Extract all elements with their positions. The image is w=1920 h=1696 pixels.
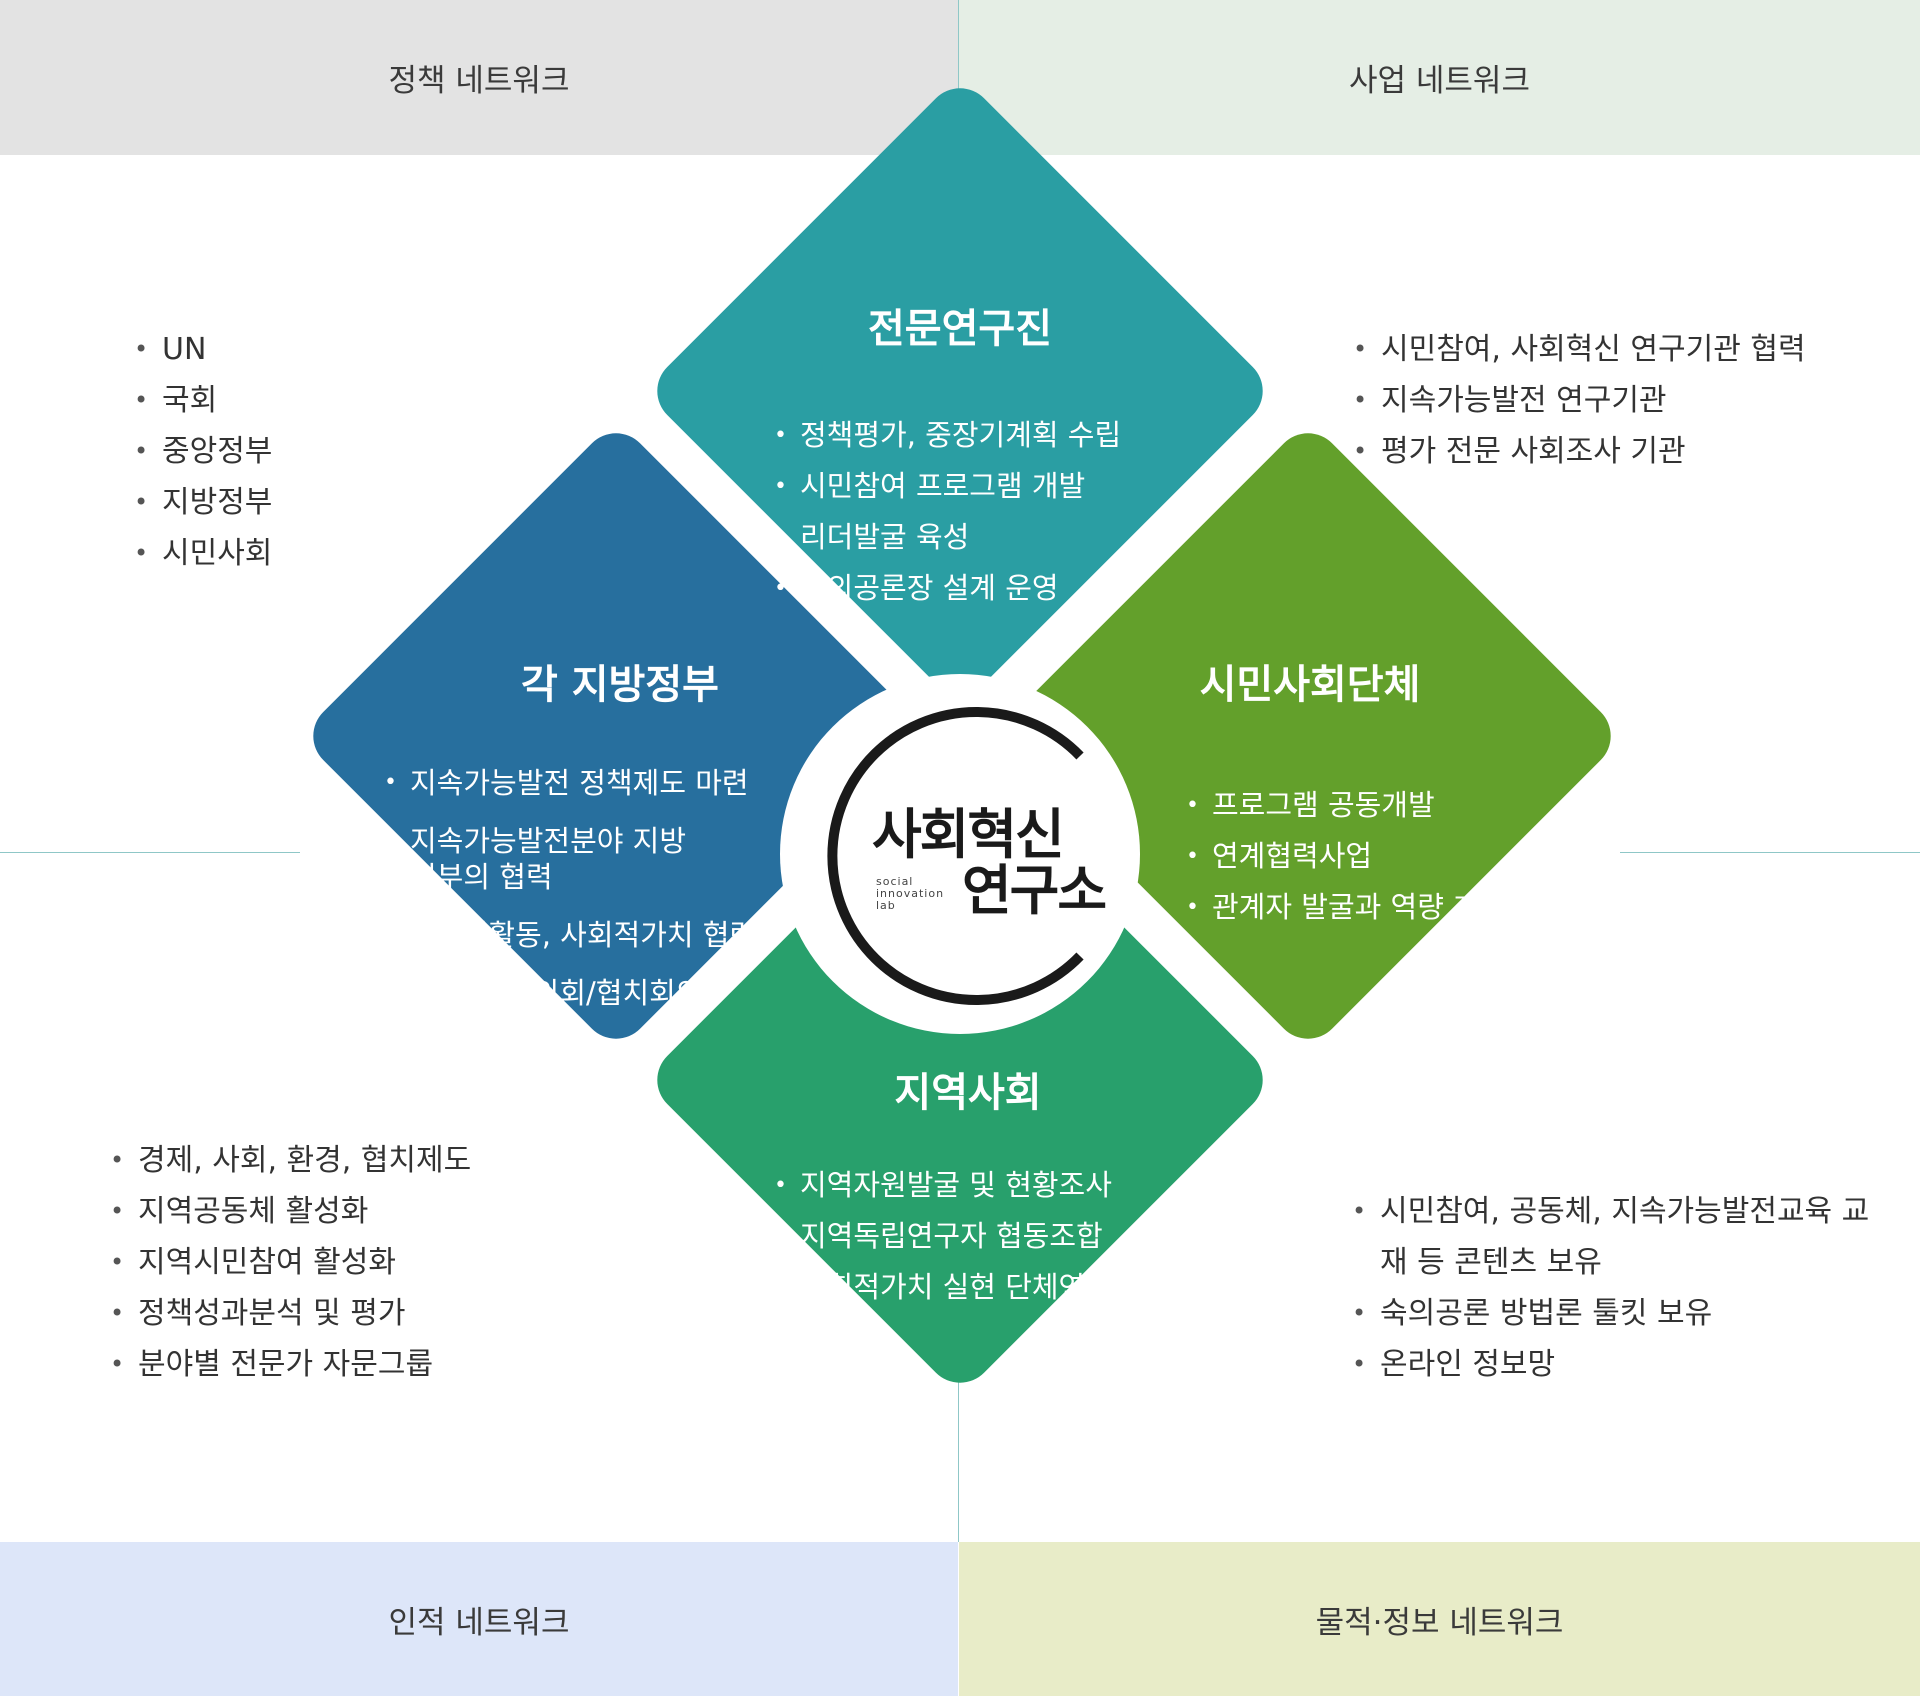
list-item: 협의회/협치회의 (478, 975, 756, 1011)
list-item: 리더발굴 육성 (772, 512, 1121, 563)
list-item: 사회적가치 실현 단체연대 (772, 1262, 1112, 1313)
band-label: 물적·정보 네트워크 (1315, 1604, 1564, 1641)
research-team-list: 정책평가, 중장기계획 수립 시민참여 프로그램 개발 리더발굴 육성 숙의공론… (772, 410, 1121, 614)
diamond-title-community: 지역사회 (894, 1070, 1042, 1116)
list-item: 지속가능발전분야 지방 (382, 823, 756, 859)
list-item: 온라인 정보망 (1352, 1339, 1872, 1390)
list-item: 시민참여 프로그램 개발 (772, 461, 1121, 512)
list-item: 프로그램 공동개발 (1184, 780, 1506, 831)
band-policy-network: 정책 네트워크 (0, 0, 958, 155)
list-item: 숙의공론 방법론 툴킷 보유 (1352, 1288, 1872, 1339)
list-item: 지방정부 (134, 477, 272, 528)
list-item: 지역시민참여 활성화 (110, 1237, 471, 1288)
list-item: 정책평가, 중장기계획 수립 (772, 410, 1121, 461)
list-item: 지속가능발전 정책제도 마련 (382, 765, 756, 801)
list-item: 숙의공론장 설계 운영 (772, 563, 1121, 614)
civil-society-list: 프로그램 공동개발 연계협력사업 관계자 발굴과 역량 개발 (1184, 780, 1506, 933)
band-human-network: 인적 네트워크 (0, 1542, 958, 1696)
list-item: UN (134, 324, 272, 375)
list-item: 지역자원발굴 및 현황조사 (772, 1160, 1112, 1211)
list-item: 지속가능발전 연구기관 (1353, 375, 1806, 426)
list-item: 경제, 사회, 환경, 협치제도 (110, 1135, 471, 1186)
list-item: 중앙정부 (134, 426, 272, 477)
logo-text-line2: 연구소 (962, 859, 1107, 922)
logo-subtitle-line: innovation (876, 887, 945, 900)
band-label: 정책 네트워크 (388, 63, 570, 99)
horizontal-divider-right (1620, 852, 1920, 853)
community-list: 지역자원발굴 및 현황조사 지역독립연구자 협동조합 사회적가치 실현 단체연대 (772, 1160, 1112, 1313)
list-item: 시민사회 (134, 528, 272, 579)
material-network-list: 시민참여, 공동체, 지속가능발전교육 교재 등 콘텐츠 보유 숙의공론 방법론… (1352, 1186, 1872, 1390)
band-business-network: 사업 네트워크 (959, 0, 1920, 155)
logo-subtitle-line: social (876, 875, 914, 888)
list-item: 지역독립연구자 협동조합 (772, 1211, 1112, 1262)
logo-ring (827, 707, 1084, 1005)
human-network-list: 경제, 사회, 환경, 협치제도 지역공동체 활성화 지역시민참여 활성화 정책… (110, 1135, 471, 1390)
list-item: 공익활동, 사회적가치 협력 (407, 917, 756, 953)
business-network-list: 시민참여, 사회혁신 연구기관 협력 지속가능발전 연구기관 평가 전문 사회조… (1353, 324, 1806, 477)
logo-subtitle-line: lab (876, 899, 896, 912)
diamond-title-civil-society: 시민사회단체 (1199, 662, 1421, 708)
list-item: 시민참여, 사회혁신 연구기관 협력 (1353, 324, 1806, 375)
list-item: 시민참여, 공동체, 지속가능발전교육 교재 등 콘텐츠 보유 (1352, 1186, 1872, 1288)
logo-text-line1: 사회혁신 (872, 803, 1065, 866)
list-item: 국회 (134, 375, 272, 426)
list-item: 관계자 발굴과 역량 개발 (1184, 882, 1506, 933)
list-item-continuation: 정부의 협력 (410, 860, 553, 894)
diamond-title-local-government: 각 지방정부 (521, 662, 719, 708)
list-item: 지역공동체 활성화 (110, 1186, 471, 1237)
list-item: 연계협력사업 (1184, 831, 1506, 882)
list-item: 평가 전문 사회조사 기관 (1353, 426, 1806, 477)
band-label: 인적 네트워크 (388, 1604, 570, 1641)
list-item: 분야별 전문가 자문그룹 (110, 1339, 471, 1390)
band-material-network: 물적·정보 네트워크 (959, 1542, 1920, 1696)
list-item: 정책성과분석 및 평가 (110, 1288, 471, 1339)
horizontal-divider-left (0, 852, 300, 853)
center-circle (780, 674, 1140, 1034)
local-government-list: 지속가능발전 정책제도 마련 지속가능발전분야 지방 정부의 협력 공익활동, … (382, 765, 756, 1011)
policy-network-list: UN 국회 중앙정부 지방정부 시민사회 (134, 324, 272, 579)
logo-subtitle: social innovation lab (876, 876, 944, 912)
band-label: 사업 네트워크 (1349, 63, 1530, 99)
diamond-title-research-team: 전문연구진 (868, 306, 1052, 352)
